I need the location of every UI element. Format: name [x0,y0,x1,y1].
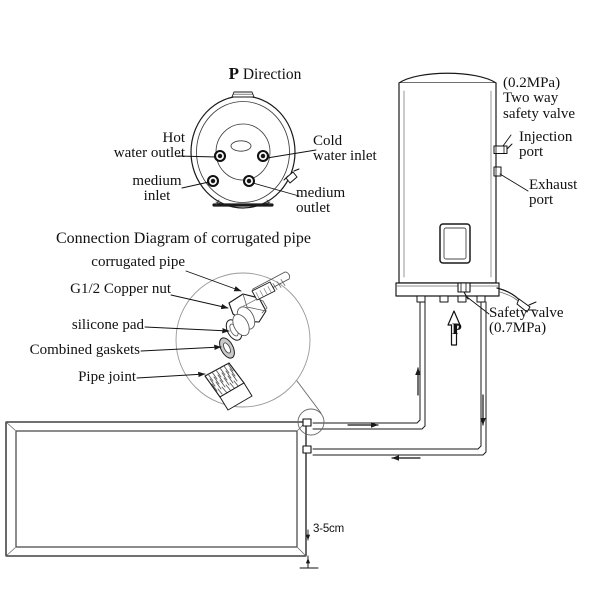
label-collector-gap: 3-5cm [313,523,344,535]
tank-bottom-nipples [416,295,486,303]
label-combined-gaskets: Combined gaskets [29,342,140,358]
top-view-side-valve [283,168,300,184]
gap-dimension [299,529,319,569]
label-injection-port: Injection port [519,129,573,161]
piping-circuit [312,301,487,461]
label-cold-water-inlet: Cold water inlet [313,133,377,165]
water-tank [395,72,537,315]
connection-diagram-title: Connection Diagram of corrugated pipe [56,230,312,247]
label-safety-valve: Safety valve (0.7MPa) [489,305,564,337]
label-pipe-joint: Pipe joint [78,369,136,385]
top-view-tank [177,91,317,209]
exhaust-port-fitting [493,166,502,177]
label-medium-inlet: medium inlet [132,173,182,205]
label-medium-outlet: medium outlet [296,185,346,217]
label-hot-water-outlet: Hot water outlet [113,130,185,162]
solar-collector-panel [5,418,319,569]
drain-hose [496,287,537,313]
part-combined-gaskets [219,337,235,359]
label-exhaust-port: Exhaust port [529,177,578,209]
label-p-direction-marker: P [452,321,462,338]
label-corrugated-pipe: corrugated pipe [91,254,185,270]
exploded-fitting-parts [136,270,291,411]
injection-port-fitting [493,143,513,154]
top-view-ports [206,149,270,188]
p-direction-arrow [447,310,461,346]
label-copper-nut: G1/2 Copper nut [70,281,171,297]
part-pipe-joint [204,362,253,411]
label-two-way-safety-valve: (0.2MPa) Two way safety valve [503,75,576,122]
tank-control-panel [439,223,471,264]
label-silicone-pad: silicone pad [71,317,144,333]
detail-callout [175,272,325,436]
top-view-title: P Direction [228,64,302,84]
safety-valve-assembly [457,282,490,315]
part-washer-stack [232,298,258,337]
